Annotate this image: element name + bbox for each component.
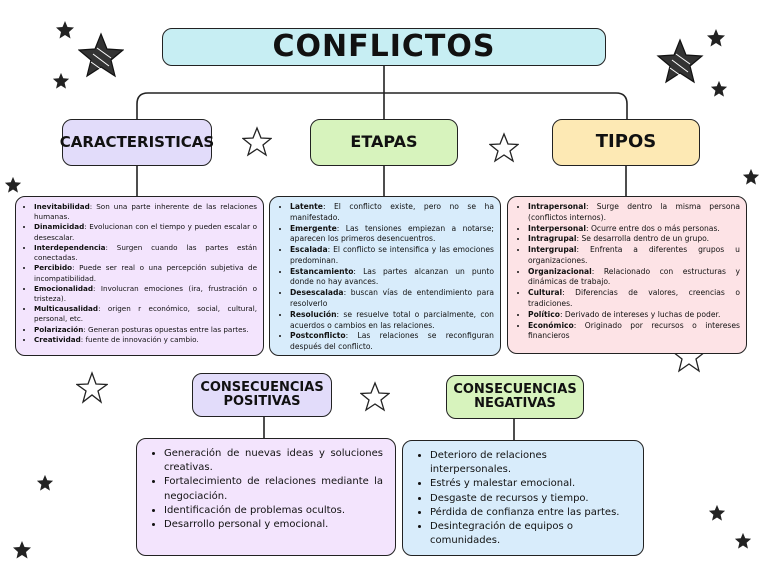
list-item: Creatividad: fuente de innovación y camb… (34, 335, 257, 345)
list-item: Intergrupal: Enfrenta a diferentes grupo… (528, 245, 740, 267)
star-icon (742, 168, 760, 185)
list-item: Interdependencia: Surgen cuando las part… (34, 243, 257, 263)
list-item: Inevitabilidad: Son una parte inherente … (34, 202, 257, 222)
star-icon (710, 80, 728, 97)
list-item: Polarización: Generan posturas opuestas … (34, 325, 257, 335)
list-item: Estrés y malestar emocional. (430, 477, 631, 491)
star-icon (360, 381, 390, 412)
star-icon (708, 504, 726, 521)
star-icon (656, 38, 704, 84)
star-icon (36, 474, 54, 491)
list-item: Intragrupal: Se desarrolla dentro de un … (528, 234, 740, 245)
star-icon (76, 371, 108, 404)
list-item: Desarrollo personal y emocional. (164, 518, 383, 532)
list-item: Identificación de problemas ocultos. (164, 504, 383, 518)
list-item: Fortalecimiento de relaciones mediante l… (164, 475, 383, 503)
caracteristicas-heading: CARACTERISTICAS (60, 119, 214, 166)
consecuencias-positivas-list: Generación de nuevas ideas y soluciones … (136, 438, 396, 556)
connector-branch (136, 92, 628, 119)
star-icon (56, 21, 74, 39)
list-item: Resolución: se resuelve total o parcialm… (290, 310, 494, 332)
star-icon (52, 72, 70, 89)
list-item: Latente: El conflicto existe, pero no se… (290, 202, 494, 224)
list-item: Postconflicto: Las relaciones se reconfi… (290, 331, 494, 353)
page-title: CONFLICTOS (162, 28, 606, 66)
list-item: Organizacional: Relacionado con estructu… (528, 267, 740, 289)
list-item: Emocionalidad: Involucran emociones (ira… (34, 284, 257, 304)
list-item: Desgaste de recursos y tiempo. (430, 492, 631, 506)
consecuencias-positivas-heading: CONSECUENCIAS POSITIVAS (192, 373, 332, 417)
tipos-heading: TIPOS (552, 119, 700, 166)
consecuencias-negativas-heading: CONSECUENCIAS NEGATIVAS (446, 375, 584, 419)
star-icon (242, 126, 272, 157)
star-icon (489, 132, 519, 163)
list-item: Multicausalidad: origen r económico, soc… (34, 304, 257, 324)
star-icon (734, 532, 752, 549)
star-icon (78, 32, 124, 78)
etapas-heading: ETAPAS (310, 119, 458, 166)
etapas-list: Latente: El conflicto existe, pero no se… (269, 196, 501, 356)
list-item: Económico: Originado por recursos o inte… (528, 321, 740, 343)
list-item: Desescalada: buscan vías de entendimient… (290, 288, 494, 310)
list-item: Estancamiento: Las partes alcanzan un pu… (290, 267, 494, 289)
list-item: Interpersonal: Ocurre entre dos o más pe… (528, 224, 740, 235)
star-icon (4, 176, 22, 193)
list-item: Intrapersonal: Surge dentro la misma per… (528, 202, 740, 224)
list-item: Dinamicidad: Evolucionan con el tiempo y… (34, 222, 257, 242)
list-item: Desintegración de equipos o comunidades. (430, 520, 631, 548)
list-item: Percibido: Puede ser real o una percepci… (34, 263, 257, 283)
tipos-list: Intrapersonal: Surge dentro la misma per… (507, 196, 747, 354)
caracteristicas-list: Inevitabilidad: Son una parte inherente … (15, 196, 264, 356)
list-item: Generación de nuevas ideas y soluciones … (164, 447, 383, 475)
list-item: Pérdida de confianza entre las partes. (430, 506, 631, 520)
consecuencias-negativas-list: Deterioro de relaciones interpersonales.… (402, 440, 644, 556)
list-item: Cultural: Diferencias de valores, creenc… (528, 288, 740, 310)
list-item: Escalada: El conflicto se intensifica y … (290, 245, 494, 267)
star-icon (13, 541, 31, 559)
list-item: Emergente: Las tensiones empiezan a nota… (290, 224, 494, 246)
star-icon (707, 29, 725, 47)
list-item: Deterioro de relaciones interpersonales. (430, 449, 631, 477)
list-item: Político: Derivado de intereses y luchas… (528, 310, 740, 321)
